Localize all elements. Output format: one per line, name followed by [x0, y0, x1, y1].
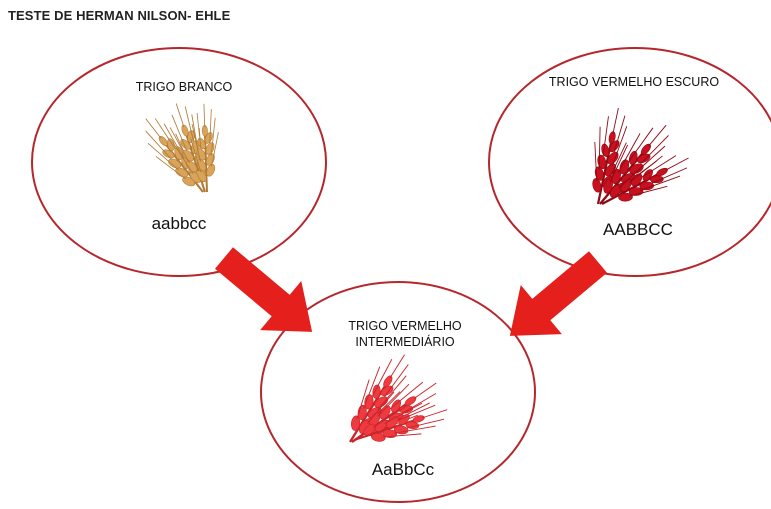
dark-red-wheat-label: TRIGO VERMELHO ESCURO: [514, 74, 754, 90]
intermediate-wheat-label-line2: INTERMEDIÁRIO: [325, 334, 485, 350]
wheat-white-icon: [134, 99, 221, 201]
wheat-intermediate-icon: [336, 346, 452, 455]
intermediate-wheat-genotype: AaBbCc: [348, 460, 458, 480]
intermediate-wheat-label-line1: TRIGO VERMELHO: [325, 318, 485, 334]
dark-red-wheat-genotype: AABBCC: [578, 220, 698, 240]
white-wheat-genotype: aabbcc: [124, 214, 234, 234]
diagram-title: TESTE DE HERMAN NILSON- EHLE: [8, 8, 230, 23]
intermediate-wheat-label: TRIGO VERMELHO INTERMEDIÁRIO: [325, 318, 485, 350]
white-wheat-label: TRIGO BRANCO: [94, 79, 274, 95]
wheat-dark-red-icon: [582, 105, 695, 217]
